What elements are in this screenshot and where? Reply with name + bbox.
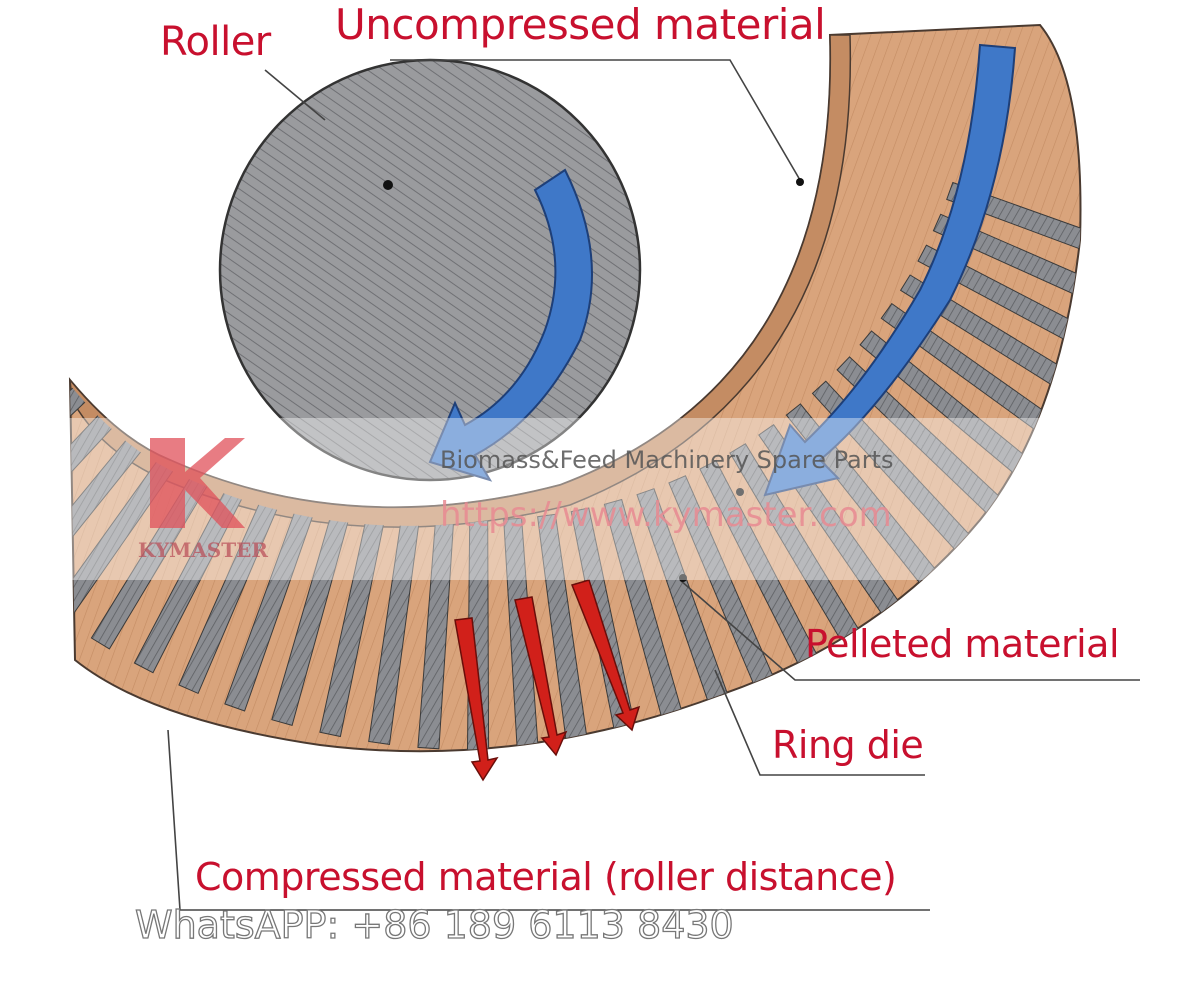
die-channel-pellet xyxy=(932,213,1081,326)
die-channel-pellet xyxy=(0,147,1,228)
die-channel-pellet xyxy=(0,273,58,409)
leader-lines xyxy=(167,59,1140,911)
pellet-output-arrows xyxy=(454,579,641,782)
label-compressed-material: Compressed material (roller distance) xyxy=(195,855,897,899)
kymaster-logo xyxy=(150,438,245,528)
uncompressed-leader-line xyxy=(390,59,801,181)
roller-rotation-arrow xyxy=(428,168,593,482)
pelleted-leader-line xyxy=(679,579,1140,681)
roller-center-dot xyxy=(383,180,393,190)
material-flow-arrow xyxy=(763,43,1017,497)
roller-leader-line xyxy=(264,69,326,121)
label-uncompressed-material: Uncompressed material xyxy=(335,0,826,49)
watermark-brand: KYMASTER xyxy=(138,538,268,562)
watermark-url: https://www.kymaster.com xyxy=(440,495,892,535)
die-channel-pellet xyxy=(0,243,41,366)
die-channels xyxy=(0,147,1081,751)
label-ring-die: Ring die xyxy=(772,723,924,767)
watermark-band xyxy=(50,418,1190,580)
watermark-tagline: Biomass&Feed Machinery Spare Parts xyxy=(440,446,894,474)
die-channel-pellet xyxy=(0,212,26,322)
die-channel-pellet xyxy=(946,181,1081,281)
ring-die-leader-line xyxy=(714,669,925,776)
label-roller: Roller xyxy=(160,19,271,65)
die-channel-pellet xyxy=(0,180,12,276)
leader-dots xyxy=(679,178,804,582)
label-pelleted-material: Pelleted material xyxy=(805,622,1120,666)
watermark-whatsapp: WhatsAPP: +86 189 6113 8430 xyxy=(134,903,734,947)
compressed-leader-line xyxy=(167,729,930,911)
